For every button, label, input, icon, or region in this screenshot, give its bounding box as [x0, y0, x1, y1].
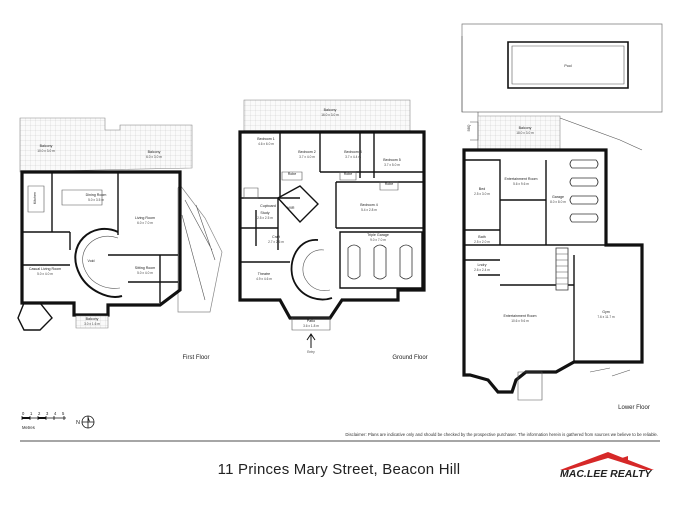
scale-tick: 2: [38, 411, 41, 416]
scale-tick: 5: [62, 411, 65, 416]
room-size: 4.6 x 6.0 m: [258, 142, 274, 146]
room-size: 5.0 x 3.5 m: [88, 198, 104, 202]
room-size: 2.5 x 2.5 m: [257, 216, 273, 220]
room-name: Bedroom 1: [257, 137, 275, 141]
room-name: Garage: [552, 195, 564, 199]
roof-hatch: [181, 199, 216, 301]
stair: [555, 247, 569, 291]
car-icon: [569, 159, 599, 223]
car-icon: [347, 244, 413, 280]
room-name: Robe: [385, 182, 394, 186]
floor-label: Ground Floor: [392, 355, 427, 361]
bay-window: [17, 302, 53, 331]
room-size: 16.0 x 3.0 m: [321, 113, 339, 117]
first-floor-plan: Balcony 10.0 x 3.0 m Balcony 6.0 x 3.0 m…: [17, 117, 223, 361]
room-name: Bedroom 2: [298, 150, 316, 154]
room-size: 3.0 x 1.6 m: [84, 322, 100, 326]
property-address: 11 Princes Mary Street, Beacon Hill: [217, 461, 461, 478]
room-size: 18.0 x 3.0 m: [516, 131, 534, 135]
north-label: N: [76, 420, 80, 426]
room-name: Bedroom 3: [344, 150, 362, 154]
room-name: Robe: [288, 172, 297, 176]
brand-logo: MAC.LEE REALTY: [546, 446, 666, 486]
scale-unit: Metres: [22, 425, 35, 430]
room-size: 2.7 x 2.6 m: [268, 240, 284, 244]
ground-floor-walls: [238, 130, 426, 320]
room-name: Balcony: [324, 108, 337, 112]
room-size: 5.4 x 2.8 m: [361, 208, 377, 212]
room-name: Lndry: [478, 263, 487, 267]
room-name: Cupboard: [260, 204, 276, 208]
room-size: 5.6 x 9.6 m: [513, 182, 529, 186]
room-size: 3.6 x 1.8 m: [303, 324, 319, 328]
roof-logo: [560, 452, 654, 470]
room-size: 3.7 x 5.0 m: [384, 163, 400, 167]
room-name: Balcony: [519, 126, 532, 130]
room-size: 6.0 x 3.0 m: [146, 155, 162, 159]
room-name: Pool: [564, 64, 571, 68]
room-name: Bed: [479, 187, 485, 191]
roof-area: [177, 184, 223, 313]
scale-tick: 1: [30, 411, 33, 416]
room-size: 7.6 x 11.7 m: [597, 315, 615, 319]
room-name: Balcony: [148, 150, 161, 154]
room-name: Bedroom 4: [360, 203, 378, 207]
room-size: 8.0 x 8.0 m: [550, 200, 566, 204]
room-size: 3.7 x 4.4 m: [345, 155, 361, 159]
room-name: Sitting Room: [135, 266, 156, 270]
brand-name: MAC.LEE REALTY: [560, 468, 652, 480]
room-name: Gym: [602, 310, 610, 314]
room-name: Bedroom 5: [383, 158, 401, 162]
room-name: Entertainment Room: [504, 314, 537, 318]
scale-bar: 0 1 2 3 4 5 Metres N: [21, 411, 95, 430]
lower-floor-plan: Pool Balcony 18.0 x 3.0 m Entertainment …: [461, 23, 663, 411]
room-name: Casual Living Room: [29, 267, 61, 271]
room-name: Craft: [272, 235, 280, 239]
floor-label: Lower Floor: [618, 405, 650, 411]
room-size: 4.9 x 4.6 m: [256, 277, 272, 281]
room-name: Theatre: [258, 272, 270, 276]
spiral-stair: [74, 227, 123, 298]
scale-tick: 4: [54, 411, 57, 416]
room-name: Living Room: [135, 216, 155, 220]
room-size: 2.5 x 3.0 m: [474, 192, 490, 196]
room-name: Balcony: [40, 144, 53, 148]
room-size: 5.0 x 4.0 m: [137, 271, 153, 275]
room-name: Balcony: [86, 317, 99, 321]
room-name: Robe: [344, 172, 353, 176]
pool: [507, 41, 629, 89]
room-size: 9.0 x 7.0 m: [370, 238, 386, 242]
room-size: 10.0 x 3.0 m: [37, 149, 55, 153]
room-size: 2.6 x 2.4 m: [474, 268, 490, 272]
scale-tick: 3: [46, 411, 49, 416]
lower-floor-walls: [462, 148, 644, 394]
entry-arrow-icon: [306, 333, 316, 348]
room-name: Patio: [307, 319, 315, 323]
scale-tick: 0: [22, 411, 25, 416]
room-name: Study: [260, 211, 269, 215]
room-name: Bath: [478, 235, 485, 239]
room-size: 3.7 x 4.0 m: [299, 155, 315, 159]
disclaimer-text: Disclaimer: Plans are indicative only an…: [345, 432, 658, 437]
room-size: 10.6 x 9.6 m: [511, 319, 529, 323]
room-name: BBQ: [467, 124, 471, 131]
spiral-stair: [290, 239, 333, 301]
room-name: Dining Room: [86, 193, 107, 197]
room-name: Entertainment Room: [505, 177, 538, 181]
room-name: Triple Garage: [367, 233, 389, 237]
compass-icon: [81, 415, 95, 429]
ground-floor-plan: Balcony 16.0 x 3.0 m Bedroom 1 4.6 x 6.0…: [238, 99, 428, 361]
first-floor-walls: [20, 170, 182, 317]
room-size: 5.0 x 4.0 m: [37, 272, 53, 276]
room-name: Void: [88, 259, 95, 263]
room-size: 6.0 x 7.0 m: [137, 221, 153, 225]
floor-label: First Floor: [183, 355, 210, 361]
room-name: WIR: [288, 206, 295, 210]
room-name: Kitchen: [33, 192, 37, 204]
room-size: 2.5 x 2.0 m: [474, 240, 490, 244]
room-name: Entry: [307, 350, 315, 354]
